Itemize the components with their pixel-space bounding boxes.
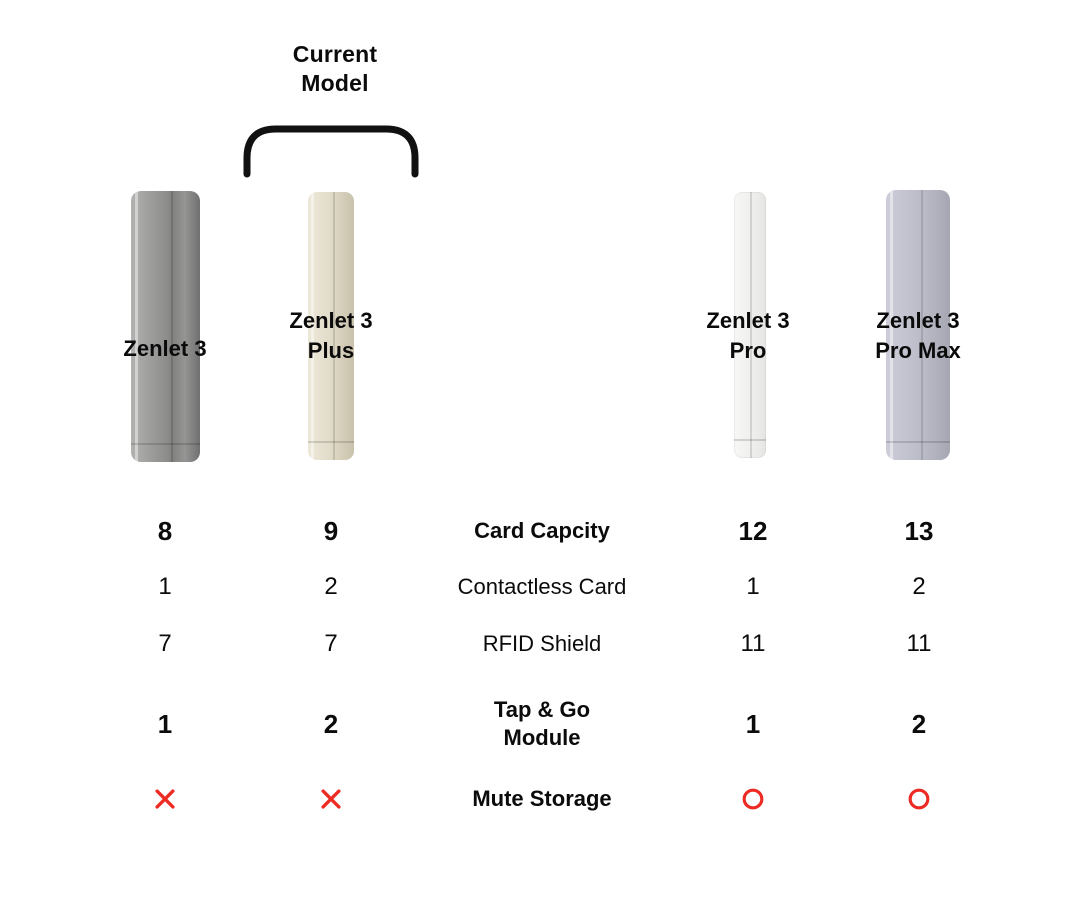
slider-seam-line (308, 441, 354, 443)
lid-seam-line (921, 190, 924, 460)
card-capacity-zenlet-3: 8 (157, 515, 173, 546)
mute-storage-zenlet-3-plus (248, 775, 414, 823)
cross-icon (321, 789, 341, 809)
row-label-rfid-shield: RFID Shield (482, 631, 602, 656)
product-name-zenlet-3-pro: Zenlet 3 Pro (706, 308, 790, 363)
card-capacity-zenlet-3-pro-max: 13 (904, 515, 934, 546)
lid-seam-line (750, 192, 752, 458)
tap-and-go-zenlet-3: 1 (157, 708, 173, 739)
contactless-card-zenlet-3-plus: 2 (324, 573, 338, 600)
current-model-label: Current Model (292, 41, 378, 97)
product-image-zenlet-3-pro-max (886, 190, 950, 460)
mute-storage-zenlet-3-pro (670, 775, 836, 823)
circle-icon (908, 788, 930, 810)
rfid-shield-zenlet-3-pro: 11 (740, 630, 766, 657)
product-image-zenlet-3 (131, 191, 200, 462)
mute-storage-zenlet-3-pro-max (836, 775, 1002, 823)
product-name-zenlet-3-plus: Zenlet 3 Plus (289, 308, 373, 363)
rfid-shield-zenlet-3-pro-max: 11 (906, 630, 932, 657)
contactless-card-zenlet-3-pro: 1 (746, 573, 760, 600)
lid-seam-line (171, 191, 174, 462)
row-label-card-capacity: Card Capcity (474, 518, 610, 543)
row-label-tap-and-go-module: Tap & Go Module (493, 697, 591, 750)
circle-icon (742, 788, 764, 810)
highlight-line (889, 190, 893, 460)
slider-seam-line (886, 441, 950, 443)
contactless-card-zenlet-3: 1 (158, 573, 172, 600)
slider-seam-line (734, 439, 766, 441)
product-image-zenlet-3-pro (734, 192, 766, 458)
cross-icon (155, 789, 175, 809)
highlight-line (310, 192, 314, 460)
rfid-shield-zenlet-3: 7 (158, 630, 172, 657)
product-name-zenlet-3-pro-max: Zenlet 3 Pro Max (875, 308, 961, 363)
current-model-brace-icon (243, 125, 419, 178)
contactless-card-zenlet-3-pro-max: 2 (912, 573, 926, 600)
slider-seam-line (131, 443, 200, 445)
card-capacity-zenlet-3-pro: 12 (738, 515, 768, 546)
mute-storage-zenlet-3 (82, 775, 248, 823)
comparison-table: 8 9 Card Capcity 12 13 1 2 Contactless C… (0, 503, 1080, 823)
rfid-shield-zenlet-3-plus: 7 (324, 630, 338, 657)
highlight-line (135, 191, 139, 462)
product-image-zenlet-3-plus (308, 192, 354, 460)
tap-and-go-zenlet-3-pro: 1 (745, 708, 761, 739)
lid-seam-line (333, 192, 336, 460)
tap-and-go-zenlet-3-pro-max: 2 (911, 708, 927, 739)
tap-and-go-zenlet-3-plus: 2 (323, 708, 339, 739)
row-label-contactless-card: Contactless Card (457, 574, 627, 599)
card-capacity-zenlet-3-plus: 9 (323, 515, 339, 546)
row-label-mute-storage: Mute Storage (472, 786, 612, 811)
product-name-zenlet-3: Zenlet 3 (123, 336, 207, 361)
